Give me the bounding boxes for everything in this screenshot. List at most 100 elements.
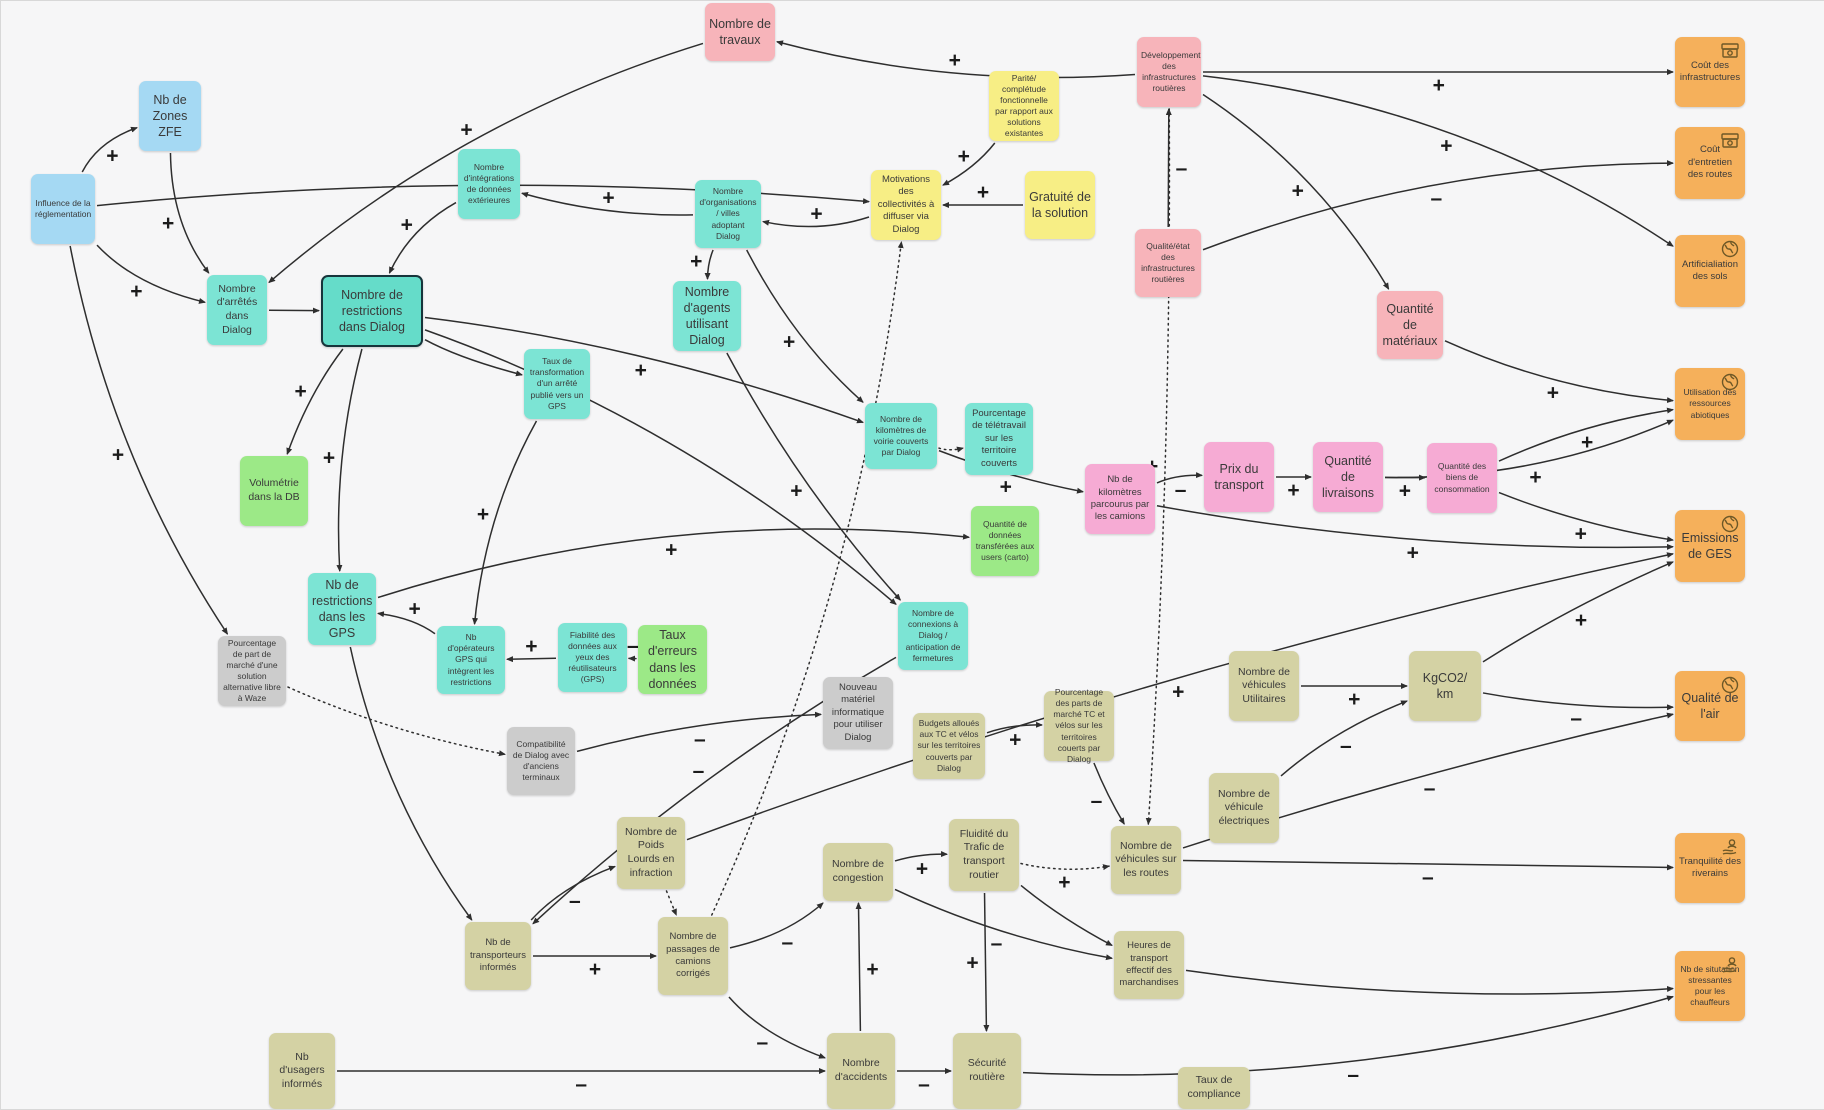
edge-sign-restrictions-dialog-km-voirie: + bbox=[635, 359, 647, 382]
passages-node[interactable]: Nombre de passages de camions corrigés bbox=[658, 917, 728, 995]
agents-node[interactable]: Nombre d'agents utilisant Dialog bbox=[673, 281, 741, 351]
edge-sign-dev-infra-artificialiation: + bbox=[1440, 135, 1452, 158]
restrictions-gps-node[interactable]: Nb de restrictions dans les GPS bbox=[308, 573, 376, 645]
edge-sign-parite-motivations: + bbox=[958, 145, 970, 168]
edge-sign-poids-lourds-emissions: + bbox=[1172, 680, 1184, 703]
restrictions-dialog-label: Nombre de restrictions dans Dialog bbox=[327, 287, 417, 336]
integrations-node[interactable]: Nombre d'intégrations de données extérie… bbox=[458, 149, 520, 219]
budgets-node[interactable]: Budgets alloués aux TC et vélos sur les … bbox=[913, 713, 985, 779]
money-icon bbox=[1720, 41, 1740, 61]
utilisation-node[interactable]: Utilisation des ressources abiotiques bbox=[1675, 368, 1745, 440]
edge-sign-electriques-kgco2: – bbox=[1340, 734, 1352, 757]
qualite-air-node[interactable]: Qualité de l'air bbox=[1675, 671, 1745, 741]
part-marche-node[interactable]: Pourcentage de part de marché d'une solu… bbox=[218, 636, 286, 706]
transporteurs-node[interactable]: Nb de transporteurs informés bbox=[465, 922, 531, 990]
edge-sign-fiabilite-operateurs-gps: + bbox=[525, 635, 537, 658]
prix-transport-node[interactable]: Prix du transport bbox=[1204, 442, 1274, 512]
edge-sign-usagers-accidents: – bbox=[575, 1073, 587, 1096]
edge-fluidite-to-securite bbox=[985, 893, 987, 1031]
securite-node[interactable]: Sécurité routière bbox=[953, 1033, 1021, 1109]
edge-sign-qualite-infra-cout-entretien: – bbox=[1430, 187, 1442, 210]
edge-sign-congestion-fluidite: + bbox=[916, 857, 928, 880]
parite-label: Parité/ complétude fonctionnelle par rap… bbox=[993, 73, 1055, 139]
connexions-node[interactable]: Nombre de connexions à Dialog / anticipa… bbox=[898, 602, 968, 670]
edge-poids-lourds-to-passages bbox=[666, 891, 676, 915]
dev-infra-node[interactable]: Développement des infrastructures routiè… bbox=[1137, 37, 1201, 107]
edge-fiabilite-to-operateurs-gps bbox=[507, 658, 556, 659]
volumetrie-node[interactable]: Volumétrie dans la DB bbox=[240, 456, 308, 526]
taux-transformation-node[interactable]: Taux de transformation d'un arrêté publi… bbox=[524, 349, 590, 419]
livraisons-node[interactable]: Quantité de livraisons bbox=[1313, 442, 1383, 512]
kgco2-node[interactable]: KgCO2/ km bbox=[1409, 651, 1481, 721]
tranquilite-node[interactable]: Tranquilité des riverains bbox=[1675, 833, 1745, 903]
edge-sign-zfe-arretes: + bbox=[162, 212, 174, 235]
edge-kgco2-to-qualite-air bbox=[1483, 693, 1673, 708]
biens-node[interactable]: Quantité des biens de consommation bbox=[1427, 443, 1497, 513]
km-voirie-node[interactable]: Nombre de kilomètres de voirie couverts … bbox=[865, 403, 937, 469]
teletravail-node[interactable]: Pourcentage de télétravail sur les terri… bbox=[965, 403, 1033, 475]
congestion-node[interactable]: Nombre de congestion bbox=[823, 843, 893, 901]
edge-sign-transporteurs-passages: + bbox=[589, 958, 601, 981]
operateurs-gps-node[interactable]: Nb d'opérateurs GPS qui intègrent les re… bbox=[437, 626, 505, 694]
parts-tc-label: Pourcentage des parts de marché TC et vé… bbox=[1048, 687, 1110, 764]
edge-sign-biens-emissions: + bbox=[1575, 522, 1587, 545]
poids-lourds-node[interactable]: Nombre de Poids Lourds en infraction bbox=[617, 817, 685, 889]
cout-entretien-node[interactable]: Coût d'entretien des routes bbox=[1675, 127, 1745, 199]
edge-sign-kgco2-emissions: + bbox=[1575, 609, 1587, 632]
parite-node[interactable]: Parité/ complétude fonctionnelle par rap… bbox=[989, 71, 1059, 141]
gratuite-node[interactable]: Gratuité de la solution bbox=[1025, 171, 1095, 239]
kgco2-label: KgCO2/ km bbox=[1413, 670, 1477, 703]
fluidite-node[interactable]: Fluidité du Trafic de transport routier bbox=[949, 819, 1019, 891]
accidents-label: Nombre d'accidents bbox=[831, 1057, 891, 1084]
organisations-node[interactable]: Nombre d'organisations / villes adoptant… bbox=[695, 180, 761, 248]
usagers-node[interactable]: Nb d'usagers informés bbox=[269, 1033, 335, 1109]
passages-label: Nombre de passages de camions corrigés bbox=[662, 931, 724, 980]
nouveau-materiel-node[interactable]: Nouveau matériel informatique pour utili… bbox=[823, 677, 893, 749]
edge-integrations-to-restrictions-dialog bbox=[389, 203, 456, 273]
arretes-node[interactable]: Nombre d'arrêtés dans Dialog bbox=[207, 275, 267, 345]
edge-sign-compatibilite-nouveau-materiel: – bbox=[694, 728, 706, 751]
materiaux-node[interactable]: Quantité de matériaux bbox=[1377, 291, 1443, 359]
km-camions-node[interactable]: Nb de kilomètres parcourus par les camio… bbox=[1085, 464, 1155, 534]
vehicules-routes-node[interactable]: Nombre de véhicules sur les routes bbox=[1111, 826, 1181, 894]
restrictions-gps-label: Nb de restrictions dans les GPS bbox=[312, 577, 372, 642]
edge-sign-gratuite-motivations: + bbox=[977, 181, 989, 204]
accidents-node[interactable]: Nombre d'accidents bbox=[827, 1033, 895, 1109]
edge-sign-km-camions-prix-transport: – bbox=[1175, 478, 1187, 501]
km-voirie-label: Nombre de kilomètres de voirie couverts … bbox=[869, 414, 933, 458]
edge-passages-to-accidents bbox=[729, 997, 825, 1058]
cout-infra-node[interactable]: Coût des infrastructures bbox=[1675, 37, 1745, 107]
edge-sign-dev-infra-travaux: + bbox=[949, 49, 961, 72]
person-icon bbox=[1720, 837, 1740, 857]
artificialiation-node[interactable]: Artificialiation des sols bbox=[1675, 235, 1745, 307]
edge-influence-to-arretes bbox=[97, 245, 205, 302]
heures-label: Heures de transport effectif des marchan… bbox=[1118, 940, 1180, 989]
agents-label: Nombre d'agents utilisant Dialog bbox=[677, 284, 737, 349]
cout-infra-label: Coût des infrastructures bbox=[1679, 60, 1741, 85]
travaux-node[interactable]: Nombre de travaux bbox=[705, 3, 775, 61]
motivations-node[interactable]: Motivations des collectivités à diffuser… bbox=[871, 170, 941, 240]
electriques-node[interactable]: Nombre de véhicule électriques bbox=[1209, 773, 1279, 843]
edge-sign-kgco2-qualite-air: – bbox=[1570, 707, 1582, 730]
compatibilite-node[interactable]: Compatibilité de Dialog avec d'anciens t… bbox=[507, 727, 575, 795]
taux-erreurs-node[interactable]: Taux d'erreurs dans les données bbox=[638, 625, 707, 694]
taux-compliance-node[interactable]: Taux de compliance bbox=[1178, 1067, 1250, 1109]
organisations-label: Nombre d'organisations / villes adoptant… bbox=[699, 186, 757, 241]
donnees-transferees-node[interactable]: Quantité de données transférées aux user… bbox=[971, 506, 1039, 576]
fiabilite-node[interactable]: Fiabilité des données aux yeux des réuti… bbox=[558, 623, 627, 692]
utilitaires-node[interactable]: Nombre de véhicules Utilitaires bbox=[1229, 651, 1299, 721]
emissions-node[interactable]: Emissions de GES bbox=[1675, 510, 1745, 582]
edge-sign-biens-utilisation: + bbox=[1581, 431, 1593, 454]
zfe-node[interactable]: Nb de Zones ZFE bbox=[139, 81, 201, 151]
heures-node[interactable]: Heures de transport effectif des marchan… bbox=[1114, 931, 1184, 999]
edge-sign-vehicules-routes-tranquilite: – bbox=[1422, 866, 1434, 889]
parts-tc-node[interactable]: Pourcentage des parts de marché TC et vé… bbox=[1044, 691, 1114, 761]
restrictions-dialog-node[interactable]: Nombre de restrictions dans Dialog bbox=[321, 275, 423, 347]
livraisons-label: Quantité de livraisons bbox=[1317, 453, 1379, 502]
influence-node[interactable]: Influence de la réglementation bbox=[31, 174, 95, 244]
qualite-infra-node[interactable]: Qualité/état des infrastructures routièr… bbox=[1135, 229, 1201, 297]
situations-node[interactable]: Nb de situtation stressantes pour les ch… bbox=[1675, 951, 1745, 1021]
taux-compliance-label: Taux de compliance bbox=[1182, 1074, 1246, 1101]
connexions-label: Nombre de connexions à Dialog / anticipa… bbox=[902, 608, 964, 663]
